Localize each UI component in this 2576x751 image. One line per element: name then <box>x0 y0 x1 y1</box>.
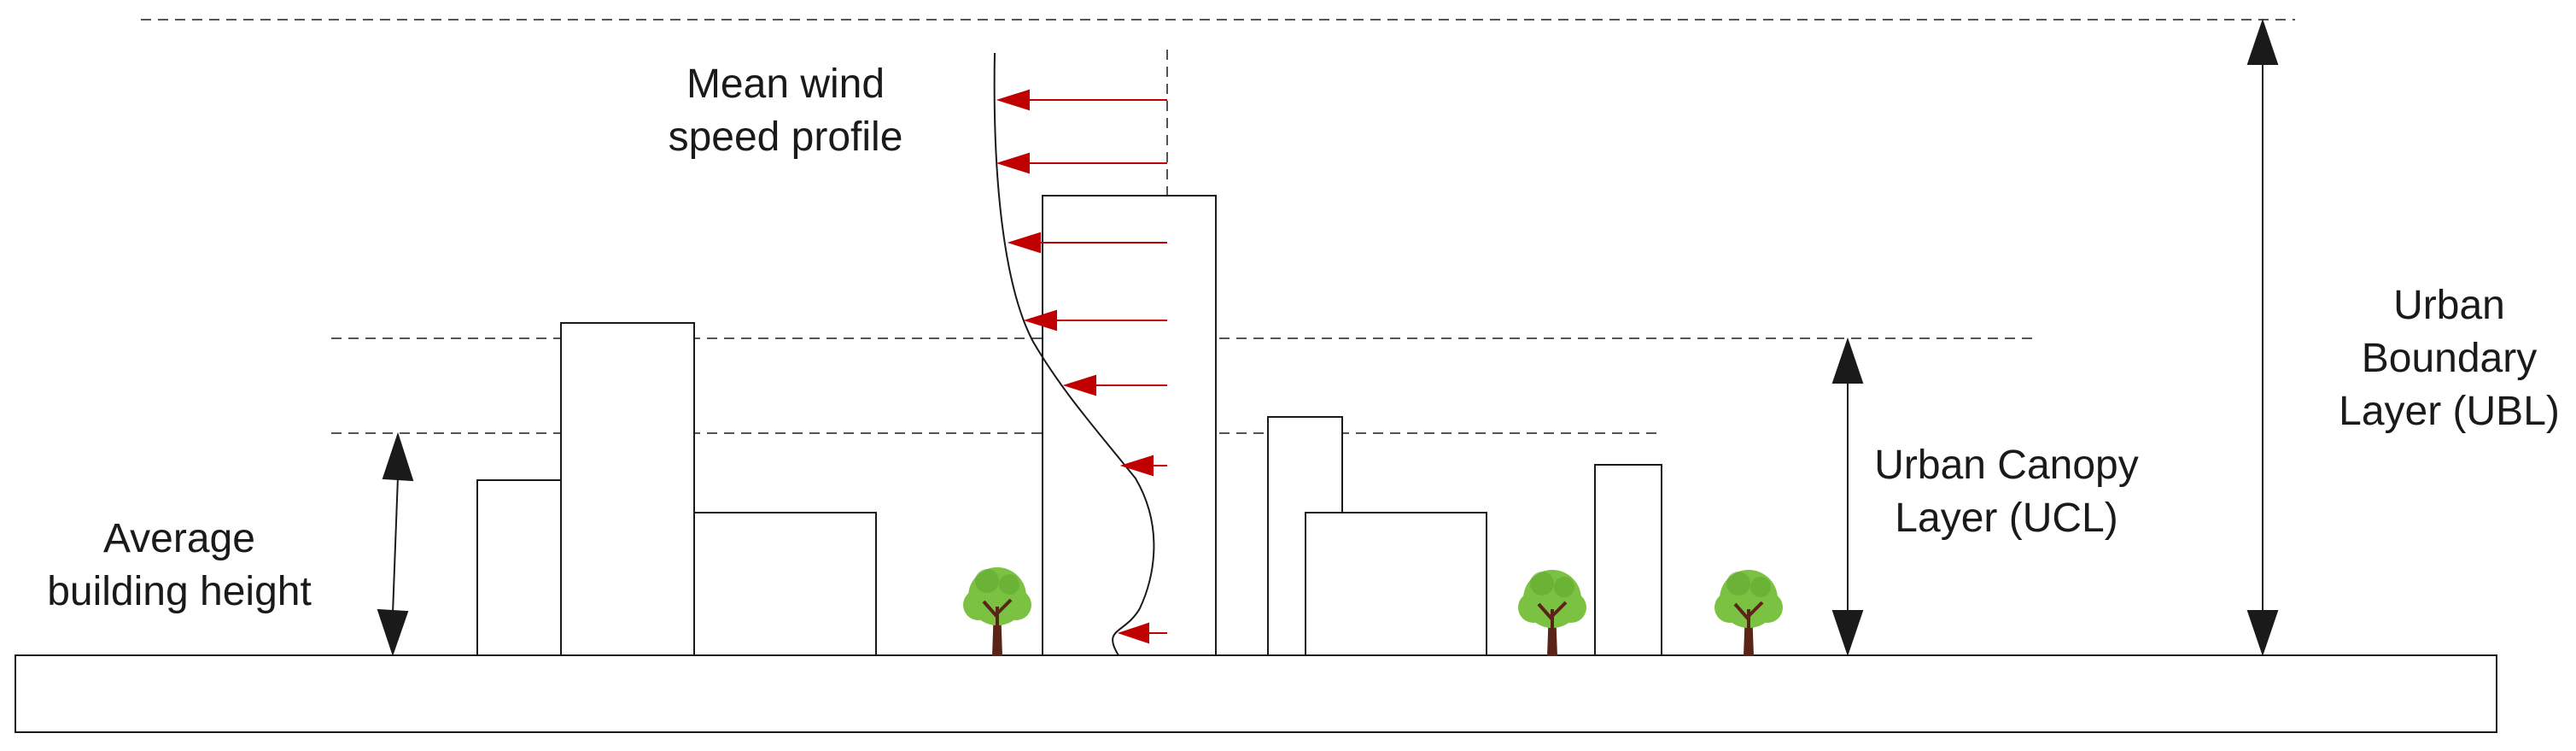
average-height-arrow-head-top <box>382 431 414 482</box>
wind-profile-label-line-1: Mean wind <box>686 62 885 107</box>
tree-icon <box>963 567 1031 656</box>
wind-arrow-head-3 <box>1007 232 1041 254</box>
building-3 <box>693 512 877 656</box>
building-7 <box>1594 464 1662 656</box>
average-height-label-line-2: building height <box>47 569 312 614</box>
ucl-label-line-2: Layer (UCL) <box>1895 496 2118 541</box>
average-height-arrow-head-bottom <box>377 608 409 657</box>
ucl-label: Urban Canopy Layer (UCL) <box>1853 439 2160 545</box>
wind-arrows <box>996 89 1167 644</box>
average-height-label: Average building height <box>17 513 342 619</box>
ucl-arrow-head-bottom <box>1831 610 1864 657</box>
building-2 <box>560 322 695 656</box>
building-6 <box>1305 512 1487 656</box>
ubl-label-line-2: Boundary <box>2361 336 2538 381</box>
building-1 <box>476 479 562 656</box>
tree-icon <box>1714 570 1783 656</box>
buildings <box>476 195 1662 656</box>
wind-arrow-head-6 <box>1119 455 1154 477</box>
dimension-arrows <box>377 18 2279 657</box>
wind-arrow-head-4 <box>1023 309 1057 331</box>
tree-icon <box>1518 570 1586 656</box>
ubl-label-line-1: Urban <box>2393 283 2505 328</box>
ubl-label-line-3: Layer (UBL) <box>2339 389 2560 434</box>
wind-arrow-head-1 <box>996 89 1030 111</box>
building-tall <box>1042 195 1217 656</box>
wind-profile-label: Mean wind speed profile <box>632 58 939 164</box>
wind-profile-curve <box>993 52 1155 656</box>
ucl-label-line-1: Urban Canopy <box>1874 443 2139 488</box>
wind-profile-label-line-2: speed profile <box>668 114 903 160</box>
ground-slab <box>15 654 2497 733</box>
wind-arrow-head-7 <box>1117 622 1149 644</box>
average-height-label-line-1: Average <box>103 516 255 561</box>
wind-arrow-head-2 <box>996 152 1030 174</box>
ubl-arrow-head-bottom <box>2246 610 2279 657</box>
wind-arrow-head-5 <box>1062 374 1096 396</box>
average-height-arrow-line <box>392 476 399 614</box>
ucl-arrow-head-top <box>1831 337 1864 384</box>
ubl-arrow-head-top <box>2246 18 2279 65</box>
reference-lines <box>141 19 2295 656</box>
ubl-label: Urban Boundary Layer (UBL) <box>2322 279 2576 438</box>
